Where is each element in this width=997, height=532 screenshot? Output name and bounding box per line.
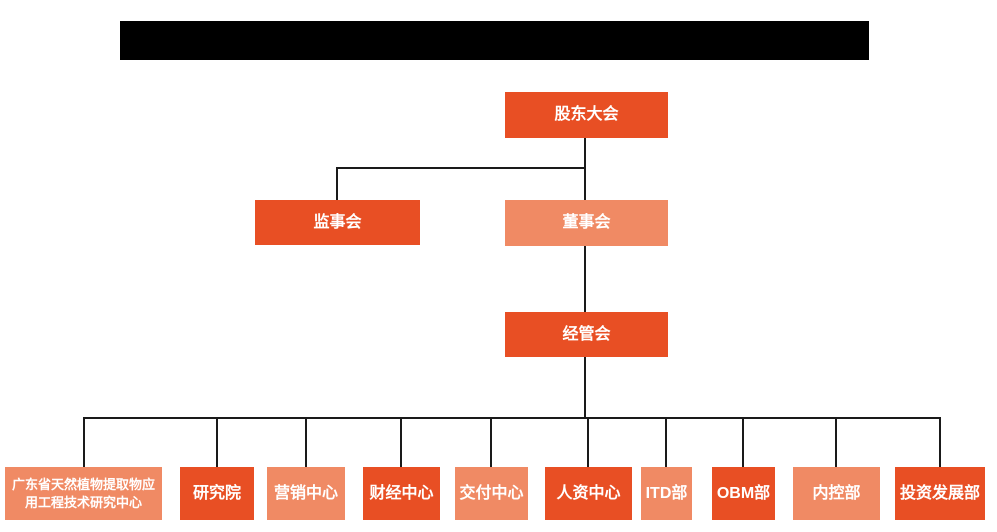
org-node-gd-plant-extract-research-center: 广东省天然植物提取物应用工程技术研究中心 (5, 467, 162, 520)
org-node-itd-department: ITD部 (641, 467, 692, 520)
redacted-title-bar (120, 21, 869, 60)
connector-line-drop-4 (400, 417, 402, 467)
node-label: 人资中心 (556, 484, 621, 502)
node-label: 财经中心 (369, 484, 434, 502)
node-label: 广东省天然植物提取物应用工程技术研究中心 (11, 476, 155, 510)
org-node-internal-control-department: 内控部 (793, 467, 880, 520)
node-label: OBM部 (716, 484, 771, 502)
connector-line-drop-10 (939, 417, 941, 467)
node-label: 监事会 (313, 213, 362, 231)
org-node-investment-development-department: 投资发展部 (895, 467, 985, 520)
connector-line-shareholders-down (584, 138, 586, 200)
org-node-obm-department: OBM部 (712, 467, 775, 520)
org-node-delivery-center: 交付中心 (455, 467, 528, 520)
connector-line-drop-6 (587, 417, 589, 467)
org-node-supervisory-board: 监事会 (255, 200, 420, 245)
connector-line-drop-2 (216, 417, 218, 467)
connector-line-drop-3 (305, 417, 307, 467)
node-label: 研究院 (192, 484, 241, 502)
connector-line-management-down (584, 357, 586, 418)
node-label: 经管会 (562, 325, 611, 343)
connector-line-board-to-management (584, 246, 586, 312)
connector-line-supervisory-drop (336, 167, 338, 200)
node-label: 交付中心 (459, 484, 524, 502)
org-node-research-institute: 研究院 (180, 467, 254, 520)
org-node-marketing-center: 营销中心 (267, 467, 345, 520)
connector-line-supervisory-branch (336, 167, 586, 169)
node-label: 投资发展部 (899, 484, 980, 502)
node-label: ITD部 (645, 484, 688, 502)
node-label: 董事会 (562, 214, 611, 232)
connector-line-drop-8 (742, 417, 744, 467)
connector-line-drop-1 (83, 417, 85, 467)
org-node-management-committee: 经管会 (505, 312, 668, 357)
node-label: 营销中心 (273, 484, 338, 502)
org-node-finance-center: 财经中心 (363, 467, 440, 520)
node-label: 股东大会 (554, 106, 619, 124)
org-node-shareholders-meeting: 股东大会 (505, 92, 668, 138)
connector-line-drop-7 (665, 417, 667, 467)
node-label: 内控部 (812, 484, 861, 502)
connector-line-drop-5 (490, 417, 492, 467)
connector-line-drop-9 (835, 417, 837, 467)
org-node-board-of-directors: 董事会 (505, 200, 668, 246)
connector-line-departments-rail (83, 417, 941, 419)
org-node-hr-center: 人资中心 (545, 467, 632, 520)
